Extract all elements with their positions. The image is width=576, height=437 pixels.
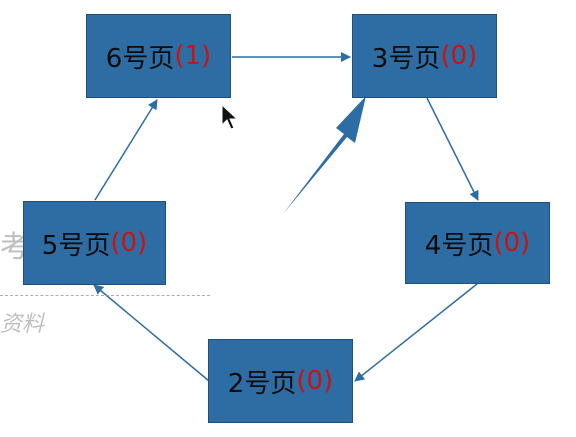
edge-4-to-2: [354, 283, 478, 382]
node-count: (1): [174, 41, 212, 71]
node-count: (0): [110, 228, 148, 258]
node-count: (0): [296, 366, 334, 396]
node-label: 6号页: [105, 43, 175, 74]
node-label: 3号页: [371, 43, 441, 74]
node-count: (0): [493, 228, 531, 258]
node-label: 4号页: [424, 230, 494, 261]
node-page-2: 2号页(0): [208, 339, 353, 423]
node-page-3: 3号页(0): [352, 14, 497, 98]
big-pointer-arrow: [283, 96, 366, 214]
edge-2-to-5: [93, 284, 210, 382]
node-label: 2号页: [227, 368, 297, 399]
watermark-text-2: 资料: [0, 312, 45, 337]
node-page-6: 6号页(1): [86, 14, 231, 98]
watermark-divider: [0, 295, 210, 296]
edge-5-to-6: [94, 99, 158, 201]
node-page-5: 5号页(0): [23, 201, 166, 285]
node-count: (0): [440, 41, 478, 71]
edge-3-to-4: [426, 97, 479, 201]
node-page-4: 4号页(0): [405, 202, 550, 284]
node-label: 5号页: [41, 230, 111, 261]
mouse-cursor-icon: [221, 104, 239, 130]
